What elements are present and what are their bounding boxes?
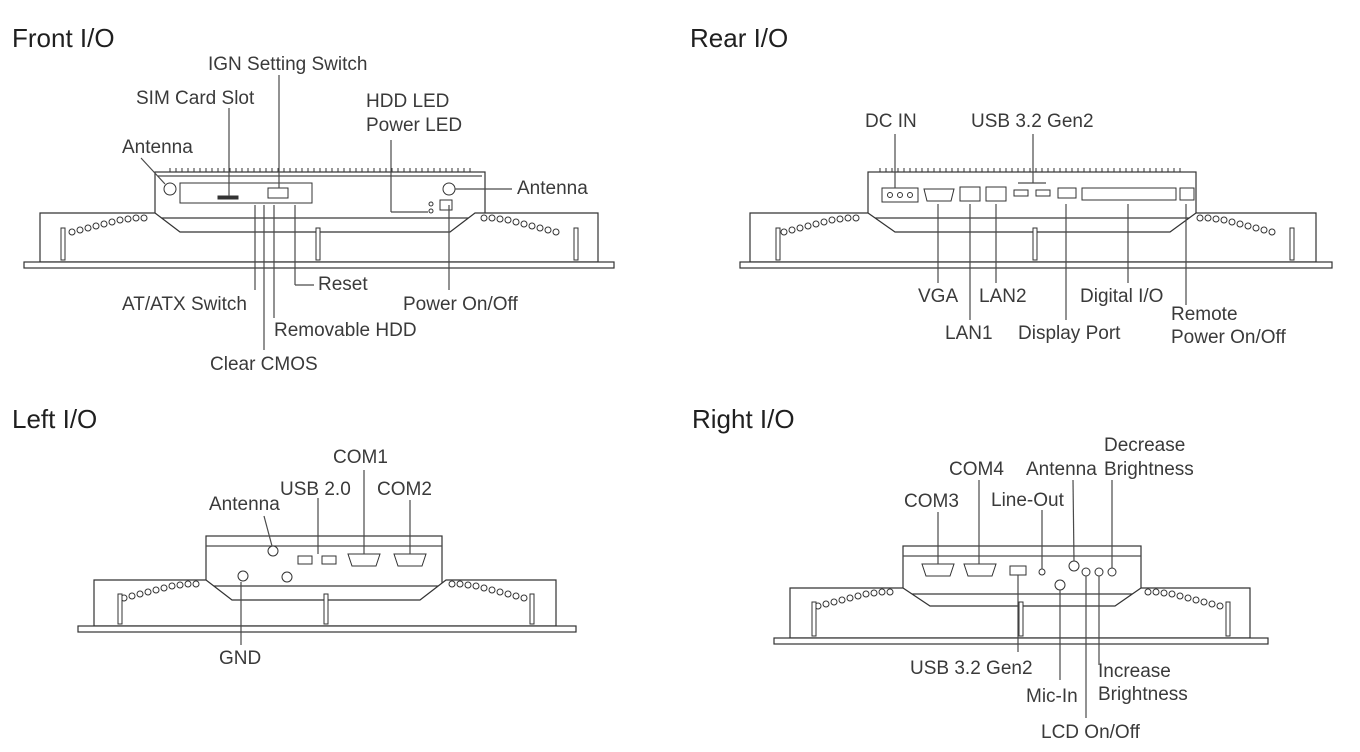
decrease-brightness-label-line2: Brightness [1104, 459, 1194, 480]
power-led-label: Power LED [366, 115, 463, 136]
increase-brightness-label-line2: Brightness [1098, 684, 1188, 705]
clear-cmos-label: Clear CMOS [210, 354, 318, 375]
rear-io-title: Rear I/O [690, 23, 789, 53]
right-usb-32-gen2-label: USB 3.2 Gen2 [910, 658, 1033, 679]
left-io-title: Left I/O [12, 404, 98, 434]
hdd-led-label: HDD LED [366, 91, 450, 112]
right-antenna-label: Antenna [1026, 459, 1097, 480]
front-io-device-drawing [23, 75, 615, 350]
lan1-label: LAN1 [945, 323, 993, 344]
left-antenna-label: Antenna [209, 494, 280, 515]
removable-hdd-label: Removable HDD [274, 320, 417, 341]
display-port-label: Display Port [1018, 323, 1121, 344]
vga-label: VGA [918, 286, 959, 307]
at-atx-switch-label: AT/ATX Switch [122, 294, 247, 315]
usb-20-label: USB 2.0 [280, 479, 351, 500]
remote-power-label-line2: Power On/Off [1171, 327, 1286, 348]
com4-label: COM4 [949, 459, 1004, 480]
com2-label: COM2 [377, 479, 432, 500]
sim-card-slot-label: SIM Card Slot [136, 88, 255, 109]
right-io-title: Right I/O [692, 404, 795, 434]
gnd-label: GND [219, 648, 262, 669]
front-antenna-left-label: Antenna [122, 137, 193, 158]
com1-label: COM1 [333, 447, 388, 468]
dc-in-label: DC IN [865, 111, 917, 132]
rear-usb-32-gen2-label: USB 3.2 Gen2 [971, 111, 1094, 132]
mic-in-label: Mic-In [1026, 686, 1078, 707]
right-io-device-drawing [773, 479, 1269, 718]
left-io-device-drawing [77, 470, 577, 645]
decrease-brightness-label-line1: Decrease [1104, 435, 1186, 456]
lan2-label: LAN2 [979, 286, 1027, 307]
digital-io-label: Digital I/O [1080, 286, 1164, 307]
reset-label: Reset [318, 274, 368, 295]
rear-io-device-drawing [739, 134, 1333, 320]
front-io-title: Front I/O [12, 23, 115, 53]
lcd-on-off-label: LCD On/Off [1041, 722, 1140, 743]
increase-brightness-label-line1: Increase [1098, 661, 1171, 682]
remote-power-label-line1: Remote [1171, 304, 1238, 325]
power-on-off-label: Power On/Off [403, 294, 518, 315]
line-out-label: Line-Out [991, 490, 1064, 511]
com3-label: COM3 [904, 491, 959, 512]
front-antenna-right-label: Antenna [517, 178, 588, 199]
ign-setting-switch-label: IGN Setting Switch [208, 54, 368, 75]
